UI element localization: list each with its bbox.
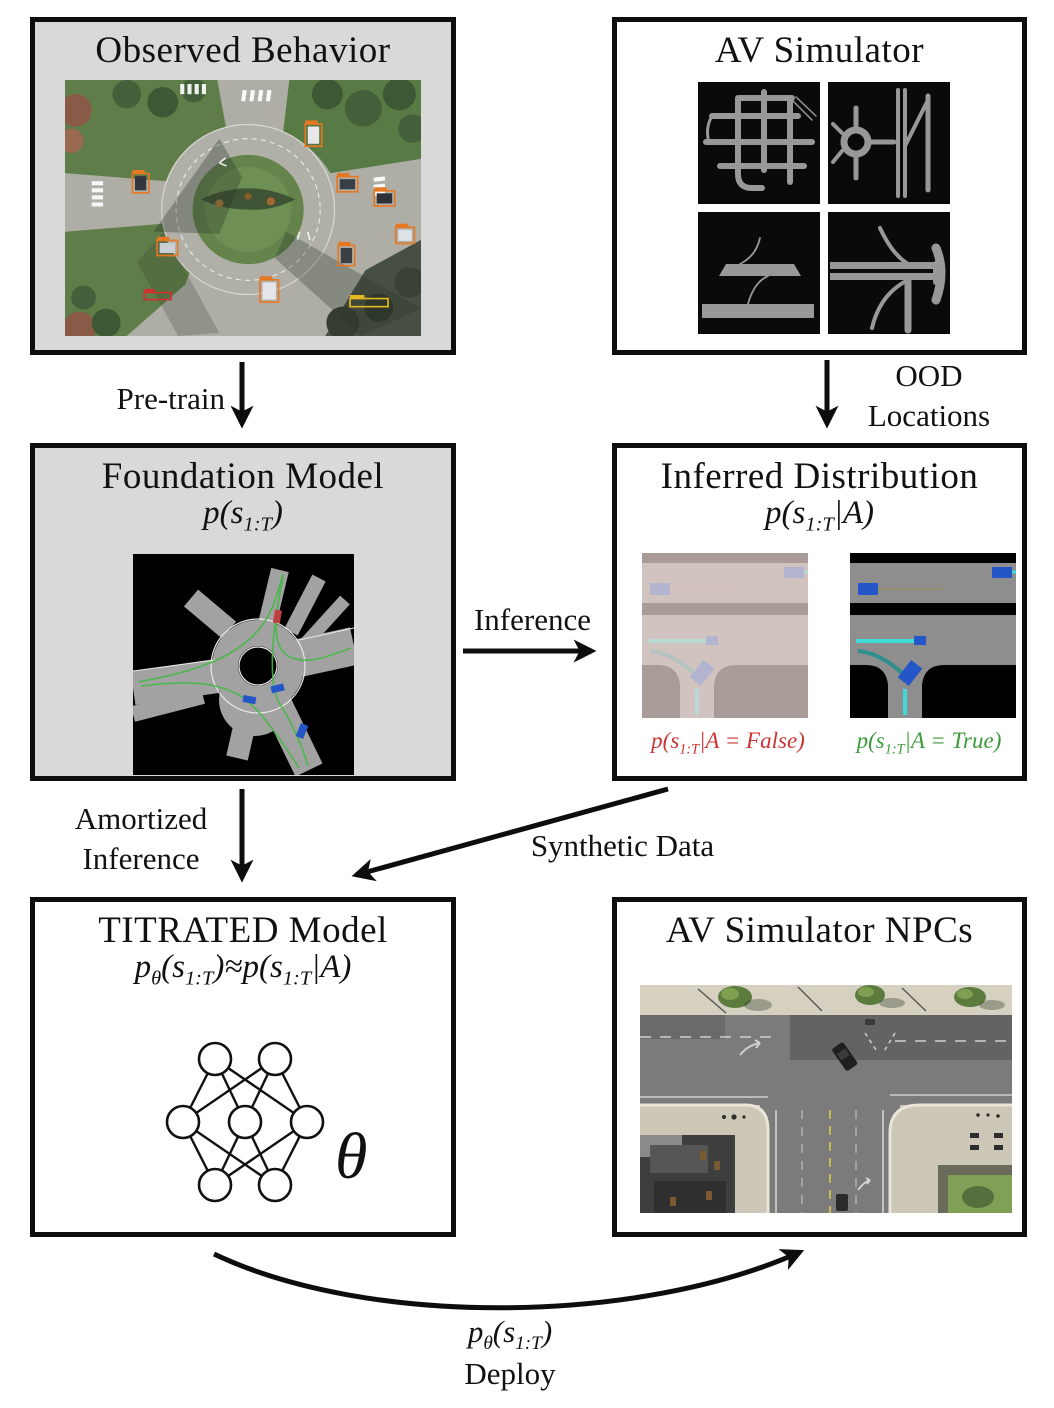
foundation-model-box: Foundation Model p(s1:T)	[30, 443, 456, 781]
scenario-image-accepted	[850, 553, 1016, 718]
foundation-model-formula: p(s1:T)	[203, 495, 283, 536]
roundabout-aerial-photo	[65, 80, 421, 336]
roundabout-aerial-photo-graphic	[65, 80, 421, 336]
deploy-label: Deploy	[464, 1356, 556, 1391]
av-simulator-box: AV Simulator	[612, 17, 1027, 355]
av-simulator-npcs-title: AV Simulator NPCs	[665, 910, 974, 951]
theta-symbol: θ	[335, 1120, 368, 1193]
simulated-roundabout-image	[133, 554, 354, 775]
road-map-roundabout	[828, 82, 950, 204]
ood-locations-label: OOD Locations	[867, 358, 991, 433]
pretrain-label: Pre-train	[116, 381, 225, 416]
true-condition-caption: p(s1:T|A = True)	[856, 728, 1002, 758]
inferred-distribution-title: Inferred Distribution	[660, 456, 979, 497]
synthetic-data-label: Synthetic Data	[530, 828, 715, 863]
observed-behavior-box: Observed Behavior	[30, 17, 456, 355]
titrated-model-formula: pθ(s1:T)≈p(s1:T|A)	[134, 949, 352, 990]
road-map-highway-merge	[698, 212, 820, 334]
agent-vehicles	[242, 609, 309, 739]
titrated-model-box: TITRATED Model pθ(s1:T)≈p(s1:T|A) θ	[30, 897, 456, 1237]
simulator-intersection-image	[640, 985, 1012, 1213]
road-map-grid	[698, 82, 950, 334]
inferred-distribution-box: Inferred Distribution p(s1:T|A)	[612, 443, 1027, 781]
titrated-model-title: TITRATED Model	[98, 910, 388, 951]
deploy-arrow	[212, 1249, 805, 1311]
scenario-image-rejected	[642, 553, 808, 718]
foundation-model-title: Foundation Model	[101, 456, 385, 497]
npc-vehicle	[832, 1042, 858, 1071]
road-map-city-grid	[698, 82, 820, 204]
inferred-distribution-formula: p(s1:T|A)	[765, 495, 874, 536]
neural-network-icon	[155, 1037, 330, 1207]
tracked-vehicle-boxes	[131, 120, 416, 308]
false-condition-caption: p(s1:T|A = False)	[651, 728, 805, 758]
deploy-formula: pθ(s1:T)	[467, 1314, 553, 1355]
av-simulator-npcs-box: AV Simulator NPCs	[612, 897, 1027, 1237]
amortized-inference-label: Amortized Inference	[74, 801, 208, 876]
observed-behavior-title: Observed Behavior	[95, 30, 391, 71]
av-simulator-title: AV Simulator	[714, 30, 925, 71]
inference-label: Inference	[473, 602, 591, 637]
road-map-t-junction	[828, 212, 950, 334]
